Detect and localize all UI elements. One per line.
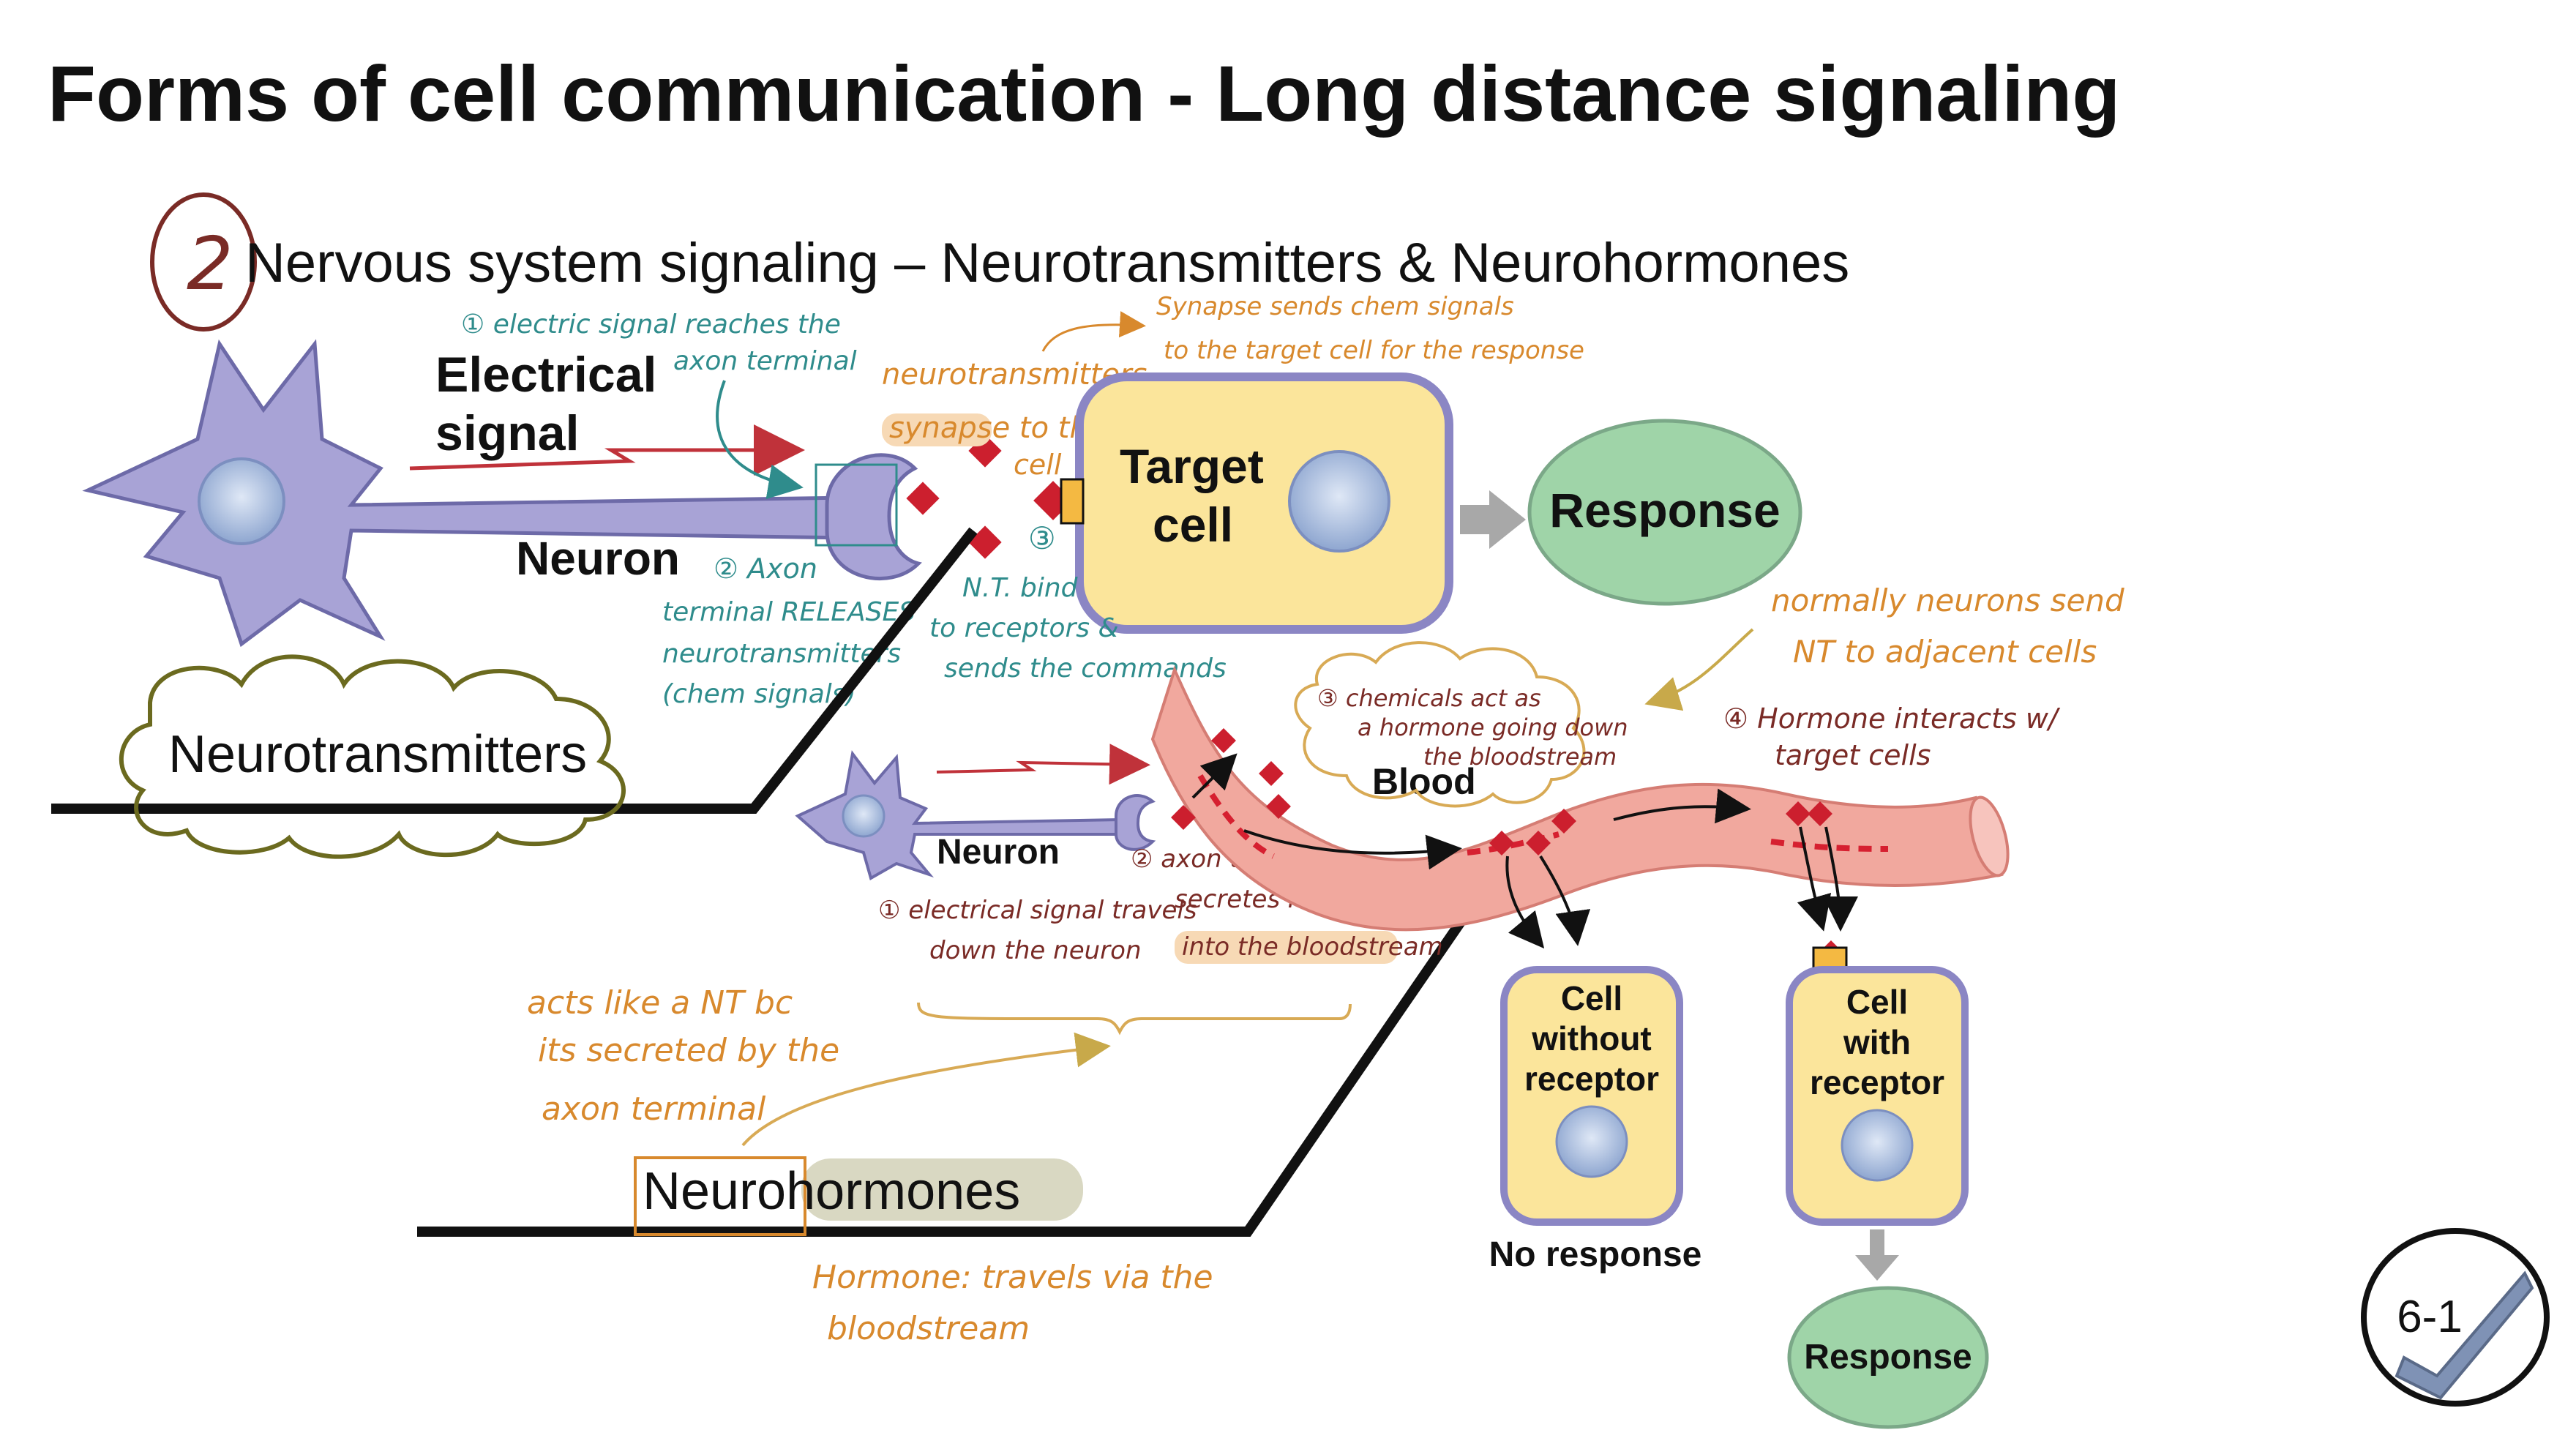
nt-note-highlight [882, 413, 992, 446]
blood-label: Blood [1372, 761, 1476, 802]
divider-top [51, 527, 978, 814]
cell-with-receptor [1786, 966, 1969, 1226]
cell-with-label-2: with [1843, 1023, 1911, 1061]
response-bottom-label: Response [1804, 1338, 1972, 1377]
target-cell-label-1: Target [1120, 439, 1264, 493]
synapse-note-arrow [1041, 311, 1146, 352]
neurohormones-highlight [801, 1158, 1083, 1221]
subtitle: Nervous system signaling – Neurotransmit… [245, 232, 1849, 294]
note-2-line-4: (chem signals) [662, 679, 856, 709]
neurohormones-label: Neurohormones [643, 1162, 1020, 1221]
divider-bottom [417, 835, 1523, 1237]
synapse-note-1: Synapse sends chem signals [1156, 292, 1514, 321]
neurohormones-box [634, 1156, 806, 1236]
target-cell-nucleus [1288, 450, 1390, 553]
flow-arrows [1191, 753, 1858, 949]
note-2-line-1: ② Axon [714, 553, 817, 585]
electrical-signal-label-2: signal [435, 405, 580, 461]
brace [917, 1002, 1352, 1036]
neuron-bottom-shape [795, 750, 1156, 881]
response-top-oval [1527, 419, 1802, 606]
neuron-top-label: Neuron [516, 532, 680, 585]
cell-with-label-3: receptor [1810, 1063, 1944, 1101]
hormone-note-2: bloodstream [827, 1310, 1030, 1347]
electrical-signal-arrow-bottom [936, 744, 1150, 785]
chem-note-1: ③ chemicals act as [1317, 684, 1541, 712]
note-3-line-1: N.T. bind [962, 573, 1079, 603]
axon2-note-highlight [1175, 931, 1398, 964]
axon2-note-3: into the bloodstream [1182, 932, 1443, 962]
elec-note-1: ① electrical signal travels [878, 896, 1197, 925]
normally-note-2: NT to adjacent cells [1793, 634, 2097, 670]
target-cell [1060, 372, 1453, 634]
cell-without-label-1: Cell [1561, 979, 1622, 1017]
nt-note-2: synapse to the [889, 411, 1106, 445]
hormone-note-1: Hormone: travels via the [812, 1259, 1213, 1296]
synapse-note-2: to the target cell for the response [1164, 336, 1584, 365]
nt-note-3: cell [1014, 449, 1062, 481]
chemical-cloud [1294, 641, 1586, 808]
axon-terminal-highlight [815, 463, 898, 547]
response-arrow-top [1460, 490, 1526, 549]
acts-note-3: axon terminal [542, 1090, 766, 1128]
cell-with-nucleus [1841, 1109, 1914, 1182]
page-title: Forms of cell communication - Long dista… [48, 49, 2120, 138]
electrical-signal-label-1: Electrical [435, 347, 656, 402]
neuron-top-nucleus [198, 457, 285, 545]
cell-without-label-2: without [1531, 1019, 1652, 1057]
blood-vessel [1150, 665, 2010, 932]
chem-note-2: a hormone going down [1358, 714, 1628, 741]
note-3-line-2: to receptors & [929, 613, 1119, 643]
note-1-line-2: axon terminal [673, 346, 857, 376]
response-bottom-oval [1787, 1286, 1989, 1429]
hormone-4-note-1: ④ Hormone interacts w/ [1723, 703, 2061, 735]
cell-without-nucleus [1555, 1105, 1628, 1178]
note-2-line-3: neurotransmitters [662, 639, 901, 669]
hormone-4-note-2: target cells [1775, 739, 1931, 771]
acts-note-arrow [741, 1032, 1111, 1147]
slide-badge-label: 6-1 [2397, 1292, 2463, 1342]
response-arrow-bottom [1855, 1229, 1899, 1281]
note-3-num: ③ [1028, 520, 1056, 556]
checkmark-icon [2395, 1270, 2534, 1400]
neuron-top-shape [82, 339, 922, 648]
cell-with-label-1: Cell [1846, 983, 1908, 1021]
chem-note-3: the bloodstream [1423, 743, 1617, 771]
no-response-label: No response [1489, 1235, 1702, 1274]
target-cell-label-2: cell [1153, 498, 1233, 552]
cell-without-label-3: receptor [1524, 1060, 1659, 1098]
note-1-line-1: ① electric signal reaches the [461, 310, 841, 340]
neuron-bottom-label: Neuron [937, 833, 1060, 872]
response-top-label: Response [1549, 483, 1780, 537]
elec-note-2: down the neuron [929, 936, 1142, 965]
note-3-line-3: sends the commands [944, 654, 1227, 684]
subtitle-number-circle: 2 [150, 192, 257, 332]
receptor-top [1060, 478, 1085, 525]
acts-note-1: acts like a NT bc [527, 984, 793, 1022]
normally-note-arrow [1644, 628, 1754, 711]
electrical-signal-arrow [409, 424, 805, 476]
normally-note-1: normally neurons send [1771, 583, 2124, 618]
acts-note-2: its secreted by the [538, 1032, 839, 1069]
note-2-line-2: terminal RELEASES [662, 597, 916, 627]
neurotransmitters-label: Neurotransmitters [168, 725, 587, 784]
note-1-arrow [716, 380, 804, 500]
slide-badge: 6-1 [2361, 1228, 2550, 1407]
neurotransmitters-cloud [119, 654, 626, 859]
subtitle-number: 2 [187, 221, 233, 307]
cell-without-receptor [1500, 966, 1683, 1226]
